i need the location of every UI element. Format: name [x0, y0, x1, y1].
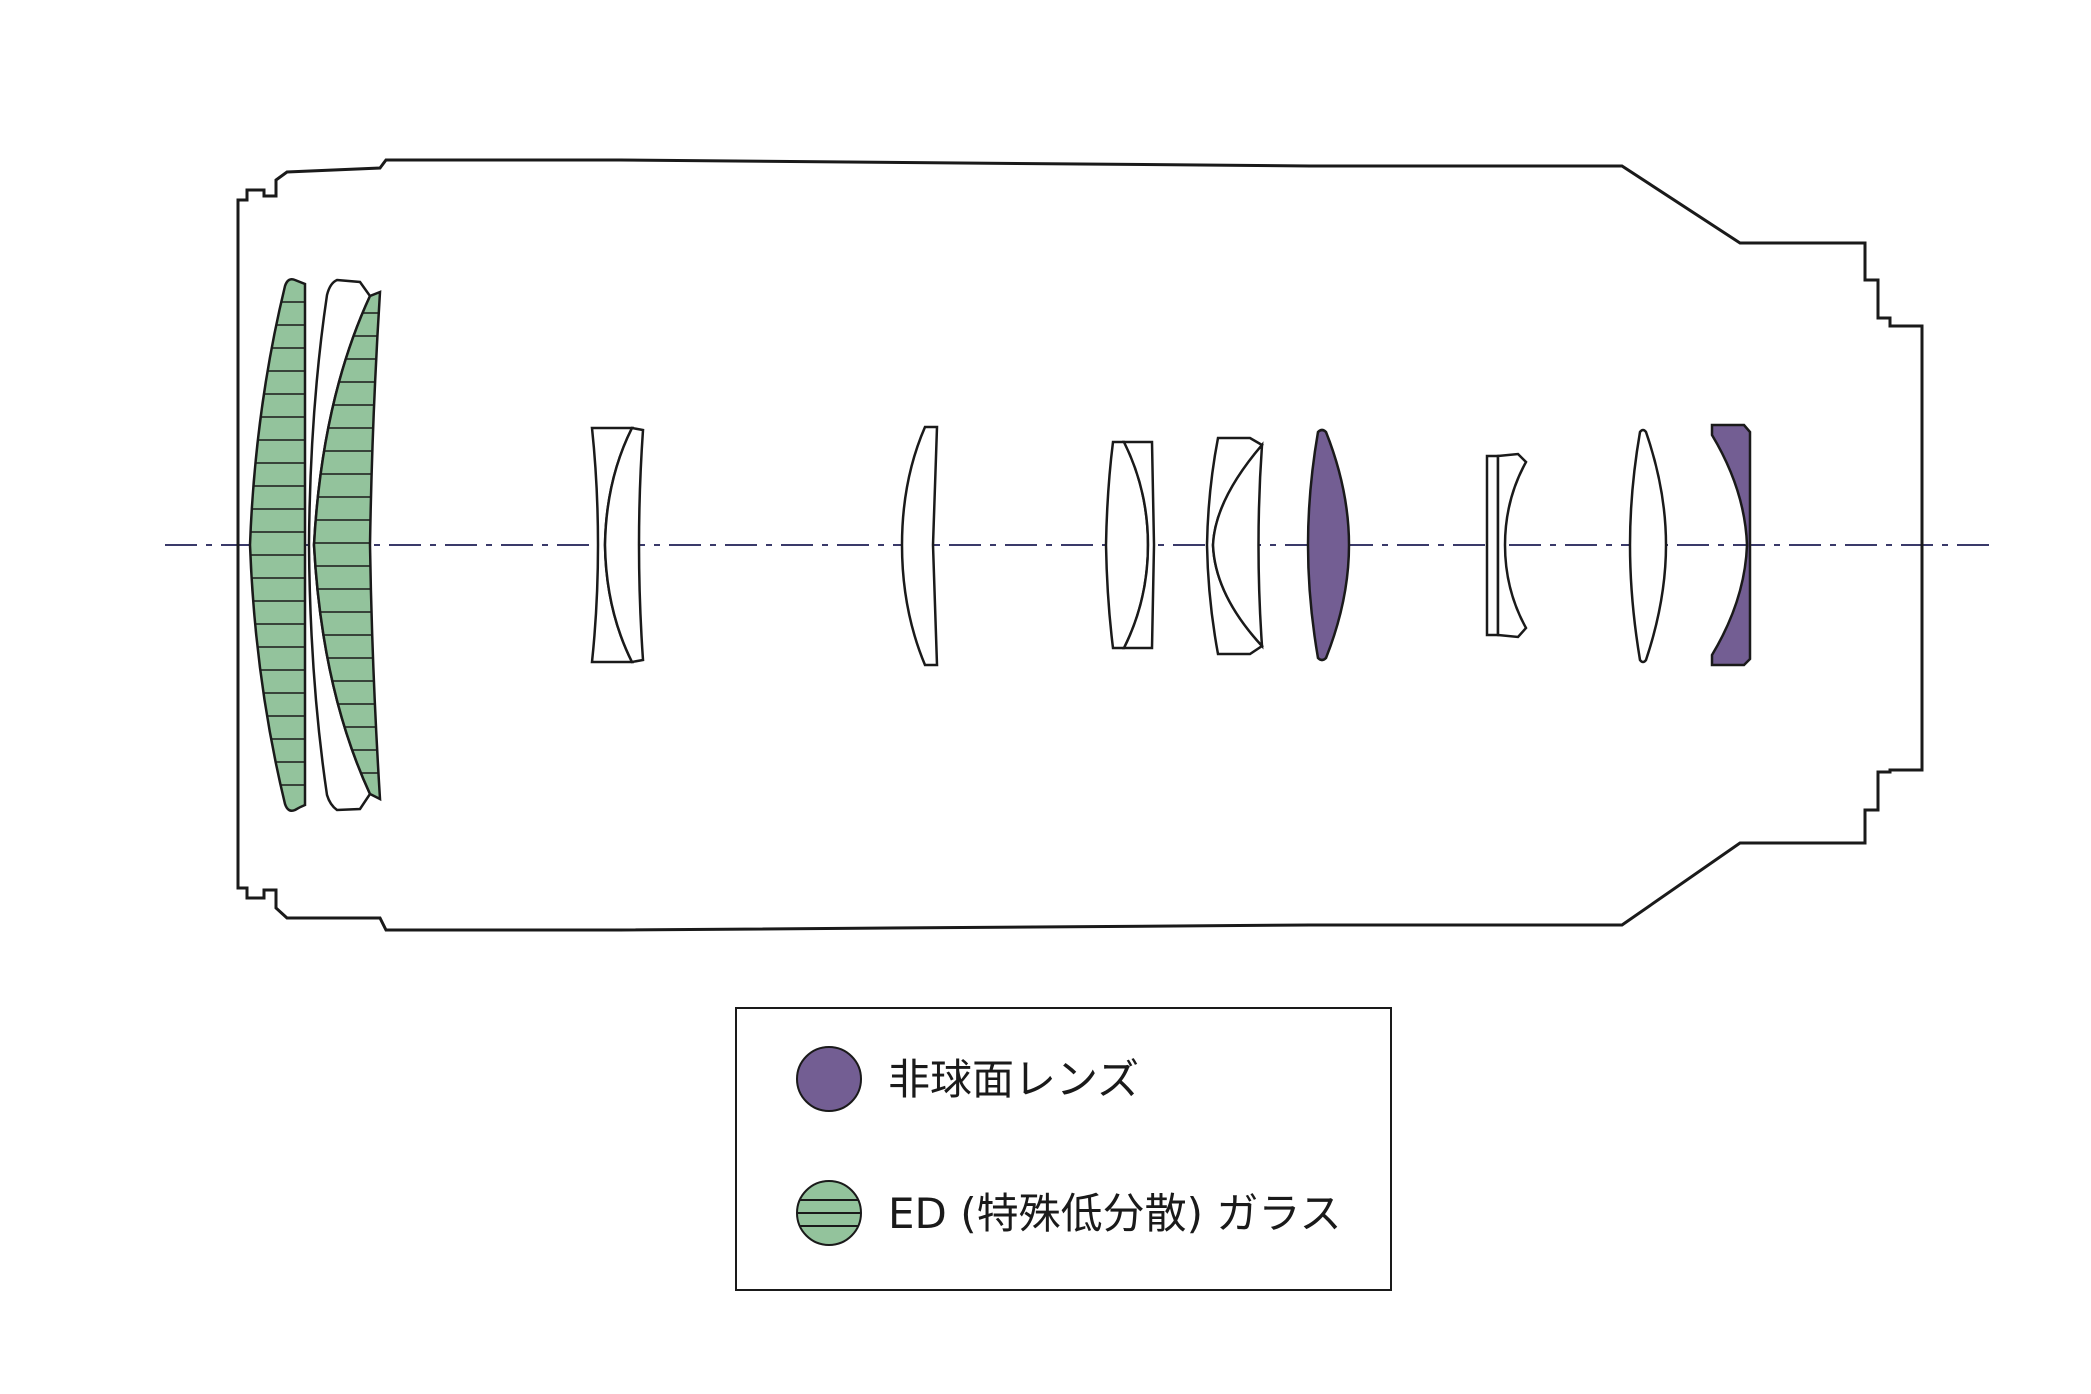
- ed-lens-element-3: [312, 290, 382, 802]
- front-lens-group: [248, 278, 382, 812]
- lens-element-14: [1628, 428, 1668, 664]
- lens-barrel-outline: [236, 158, 1924, 932]
- legend-label-ed-glass: ED (特殊低分散) ガラス: [888, 1189, 1342, 1238]
- legend-item-ed-glass: ED (特殊低分散) ガラス: [796, 1180, 1342, 1246]
- legend-label-aspherical: 非球面レンズ: [888, 1055, 1139, 1104]
- lens-element-10: [1211, 441, 1264, 650]
- legend-item-aspherical: 非球面レンズ: [796, 1046, 1139, 1112]
- ed-lens-element-1: [248, 278, 307, 812]
- aspherical-lens-element-1: [1306, 428, 1351, 662]
- legend: 非球面レンズ ED (特殊低分散) ガラス: [735, 1007, 1392, 1291]
- lens-element-13: [1496, 452, 1528, 639]
- lens-group-2: [590, 426, 645, 664]
- aspherical-swatch-icon: [796, 1046, 862, 1112]
- aspherical-lens-element-2: [1710, 423, 1752, 667]
- lens-element-6: [900, 425, 939, 667]
- lens-group-7: [1485, 452, 1528, 639]
- lens-element-8: [1121, 440, 1156, 650]
- lens-group-5: [1205, 436, 1264, 656]
- lens-element-5: [603, 426, 645, 664]
- lens-element-12: [1485, 454, 1500, 637]
- lens-group-4: [1104, 440, 1156, 650]
